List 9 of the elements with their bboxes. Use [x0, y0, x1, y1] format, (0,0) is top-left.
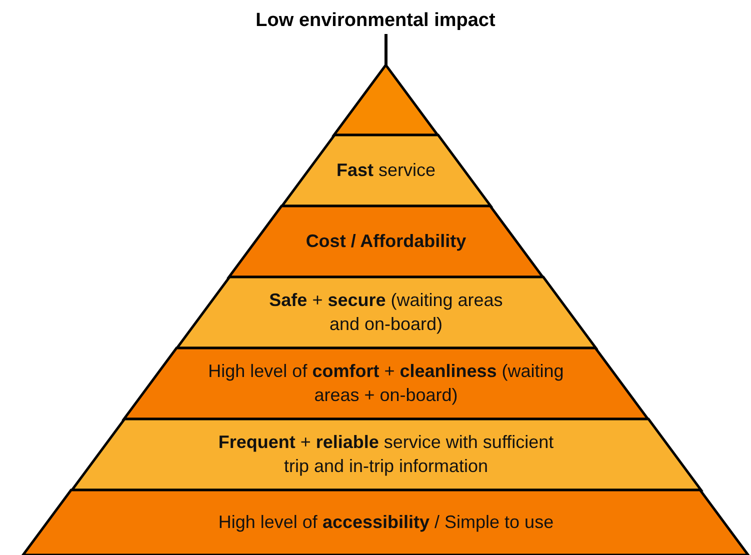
- layer-label: Fast service: [336, 158, 436, 182]
- leader-line: [384, 34, 388, 65]
- title-label: Low environmental impact: [256, 10, 496, 31]
- layer-label: Cost / Affordability: [306, 230, 466, 253]
- layer-label: High level of comfort + cleanliness (waiting areas + on-board): [207, 360, 565, 407]
- layer-label: Frequent + reliable service with sufficient trip and in-trip information: [217, 431, 555, 478]
- pyramid-apex: [332, 62, 440, 136]
- layer-label: High level of accessibility / Simple to use: [218, 510, 554, 534]
- layer-label: Safe + secure (waiting areas and on-board): [268, 289, 504, 336]
